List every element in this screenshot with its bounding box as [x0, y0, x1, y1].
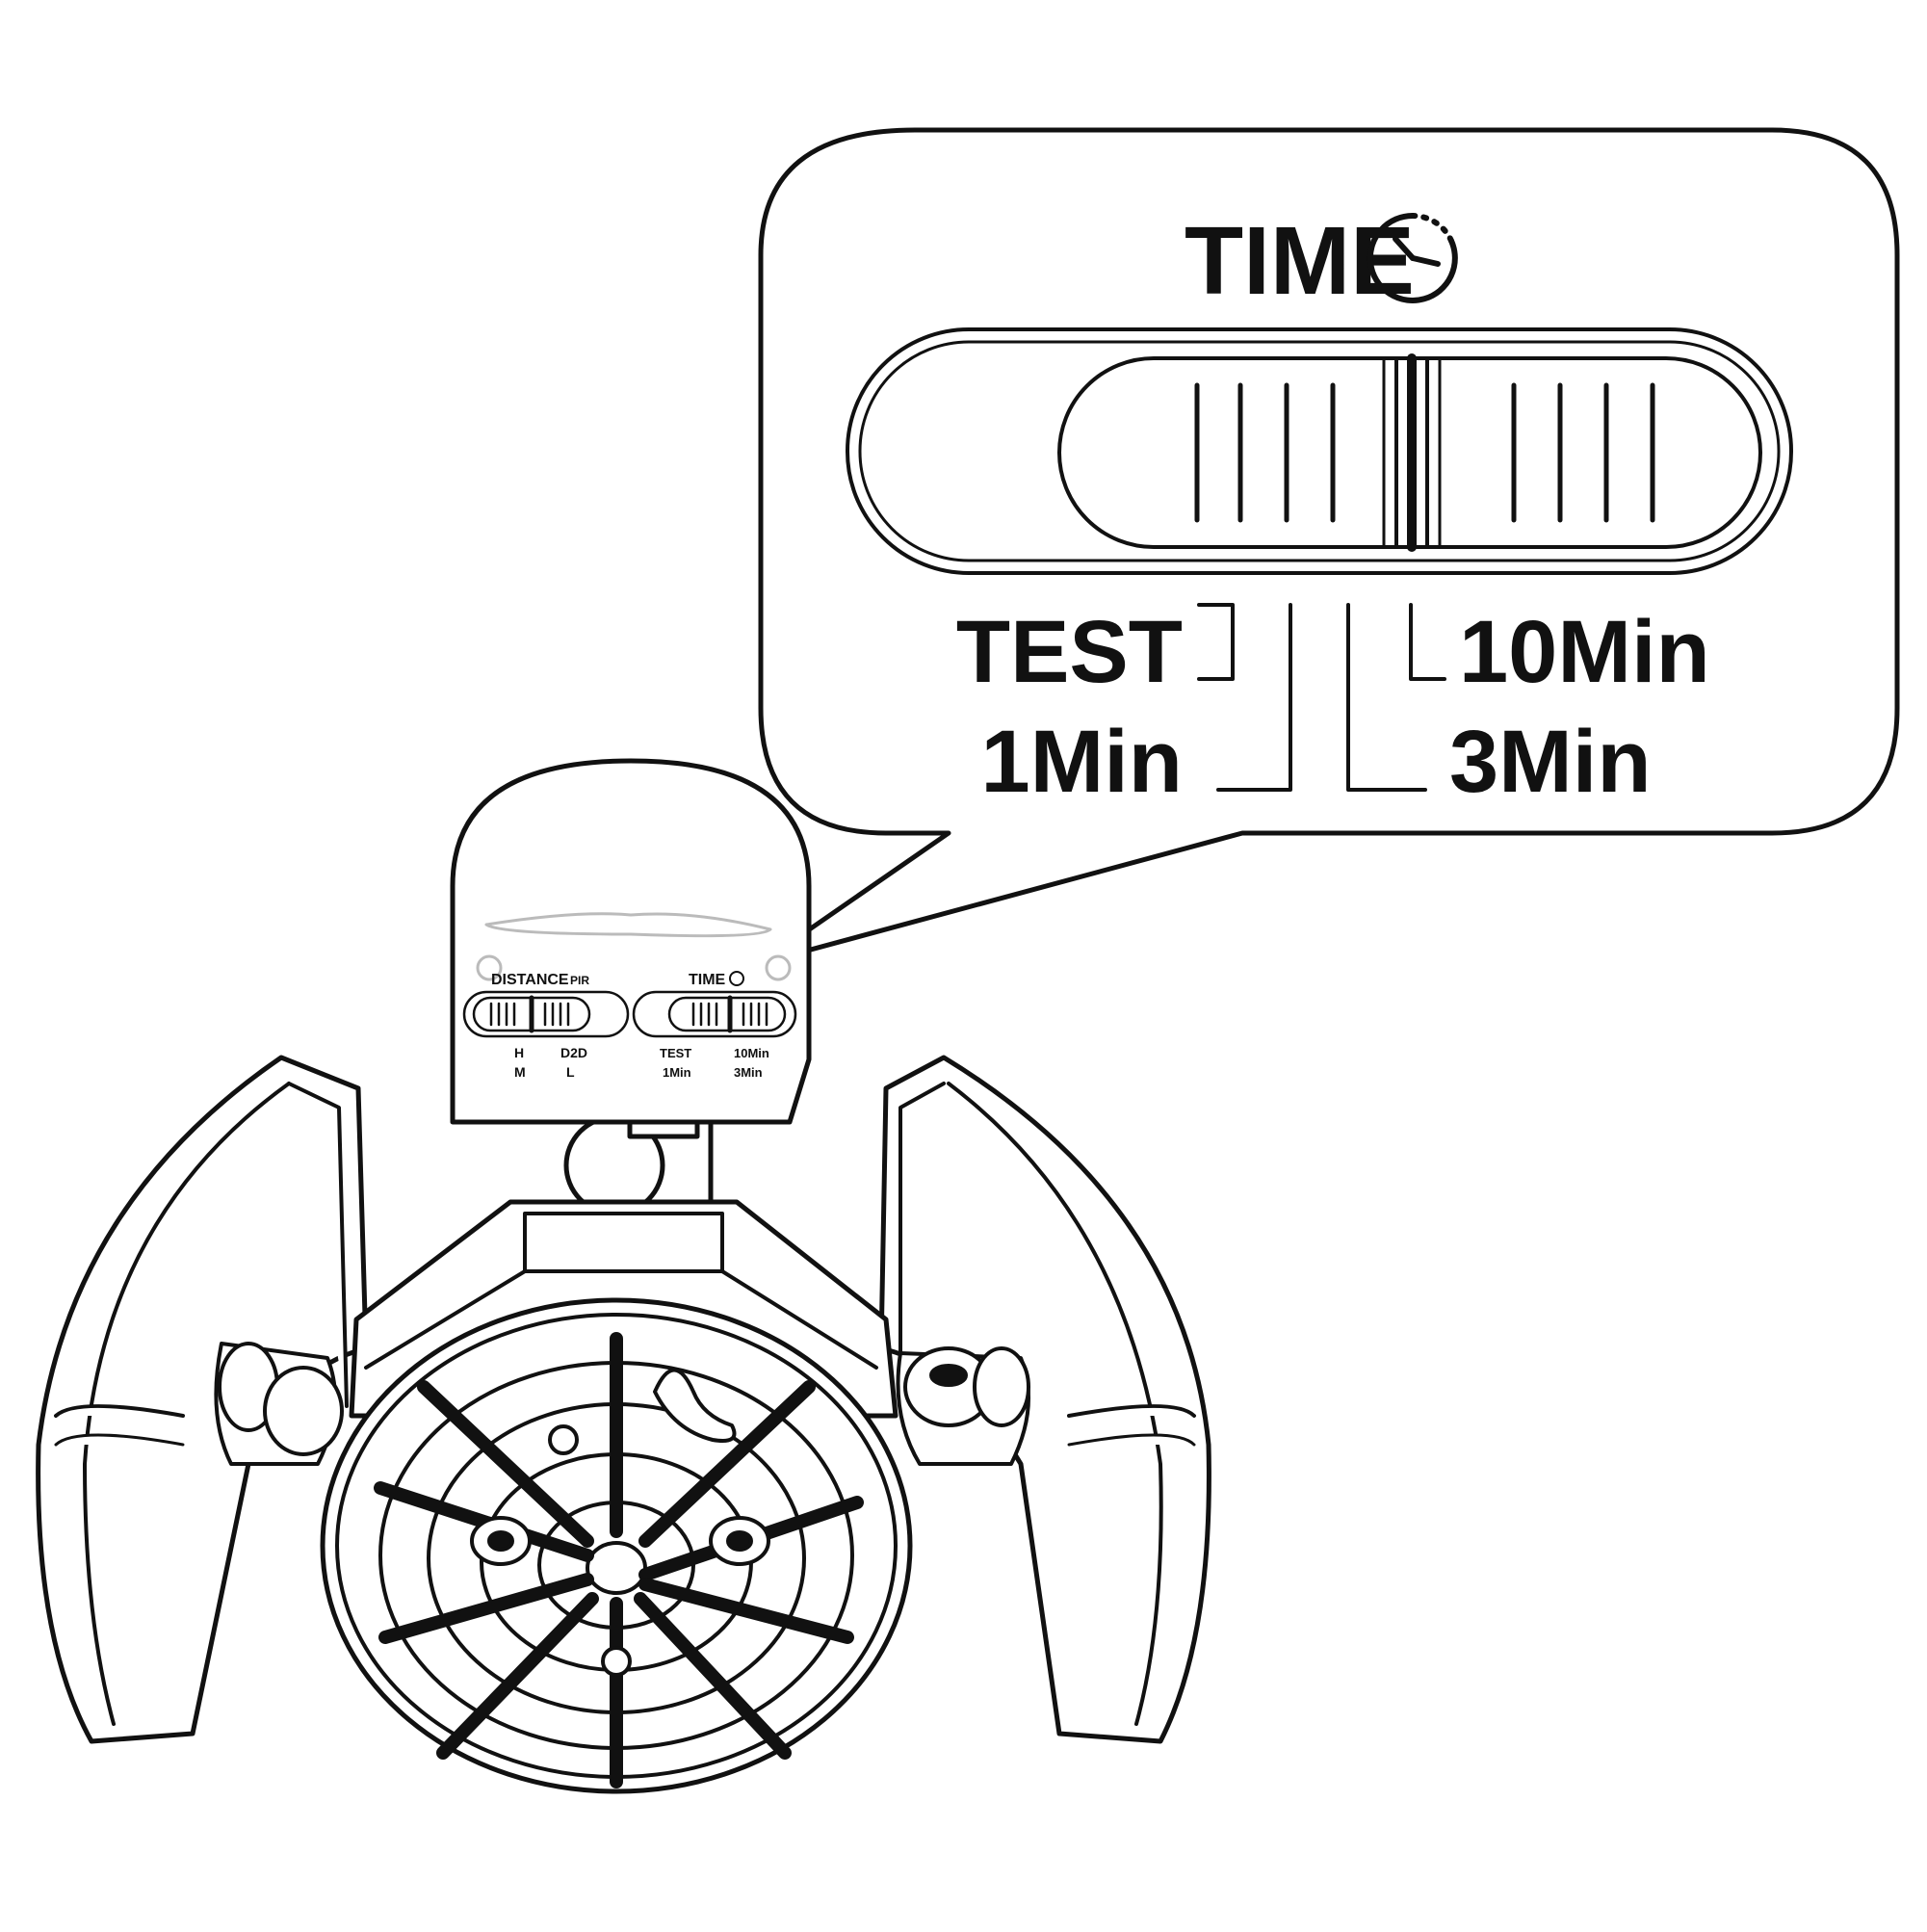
right-hinge [896, 1346, 1030, 1466]
device-option-m: M [514, 1064, 526, 1080]
device-option-3min: 3Min [734, 1065, 763, 1080]
left-lamp-wing [36, 1055, 369, 1744]
device-distance-label: DISTANCE [491, 972, 569, 988]
base-screw-holes [470, 1368, 770, 1677]
time-slider-small [632, 990, 797, 1038]
distance-slider-small [462, 990, 630, 1038]
device-option-test: TEST [660, 1046, 691, 1060]
option-3min-label: 3Min [1449, 713, 1652, 811]
option-leader-lines [1197, 603, 1446, 792]
option-1min-label: 1Min [980, 713, 1183, 811]
sensor-fixture: DISTANCE PIR TIME H M D2D L TEST [36, 758, 1211, 1794]
slider-knob [1057, 353, 1762, 552]
device-option-1min: 1Min [663, 1065, 691, 1080]
device-time-label: TIME [689, 972, 726, 988]
clock-icon [1367, 212, 1458, 303]
right-lamp-wing [878, 1055, 1211, 1744]
option-test-label: TEST [956, 603, 1183, 701]
device-option-l: L [566, 1064, 575, 1080]
callout-title: TIME [1185, 207, 1415, 315]
device-distance-suffix: PIR [570, 974, 589, 987]
left-hinge [214, 1342, 344, 1466]
option-10min-label: 10Min [1459, 603, 1710, 701]
device-option-10min: 10Min [734, 1046, 769, 1060]
device-clock-icon [729, 971, 744, 986]
callout-bubble: TIME [758, 127, 1900, 966]
device-option-d2d: D2D [560, 1045, 587, 1060]
device-option-h: H [514, 1045, 524, 1060]
time-slider-large [846, 327, 1793, 575]
